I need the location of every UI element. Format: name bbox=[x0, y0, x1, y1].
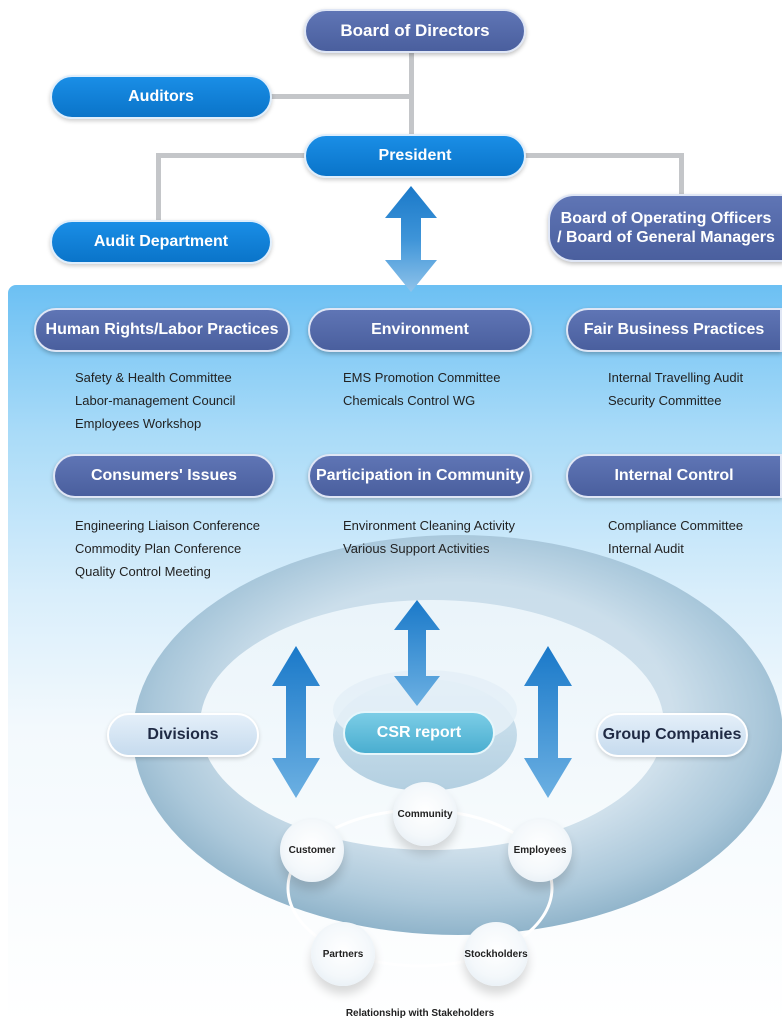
divisions-double-arrow-icon bbox=[272, 646, 320, 798]
auditors-box: Auditors bbox=[50, 75, 272, 119]
list-item: Environment Cleaning Activity bbox=[343, 518, 515, 533]
list-item: Quality Control Meeting bbox=[75, 564, 211, 579]
list-item: Compliance Committee bbox=[608, 518, 744, 533]
category-consumers-issues: Consumers' Issues bbox=[53, 454, 275, 498]
list-item: Labor-management Council bbox=[75, 393, 236, 408]
csr-report-label: CSR report bbox=[376, 724, 462, 742]
connector-auditors bbox=[270, 94, 412, 99]
category-participation-community: Participation in Community bbox=[308, 454, 532, 498]
operating-officers-line1: Board of Operating Officers bbox=[560, 209, 772, 227]
stakeholder-community-label: Community bbox=[397, 808, 453, 820]
connector-left-horizontal bbox=[156, 153, 308, 158]
audit-department-label: Audit Department bbox=[93, 233, 229, 251]
list-item: Security Committee bbox=[608, 393, 722, 408]
list-item: Safety & Health Committee bbox=[75, 370, 232, 385]
list-item: Chemicals Control WG bbox=[343, 393, 476, 408]
category-environment: Environment bbox=[308, 308, 532, 352]
list-item: Internal Audit bbox=[608, 541, 684, 556]
category-internal-control: Internal Control bbox=[566, 454, 782, 498]
stakeholder-employees: Employees bbox=[508, 818, 572, 882]
stakeholder-customer-label: Customer bbox=[288, 844, 336, 856]
stakeholders-caption: Relationship with Stakeholders bbox=[345, 1008, 495, 1019]
stakeholder-employees-label: Employees bbox=[513, 844, 567, 856]
list-item: Various Support Activities bbox=[343, 541, 490, 556]
list-item: Internal Travelling Audit bbox=[608, 370, 744, 385]
stakeholder-stockholders-label: Stockholders bbox=[464, 948, 528, 960]
fair-business-items: Internal Travelling Audit Security Commi… bbox=[608, 366, 743, 412]
human-rights-items: Safety & Health Committee Labor-manageme… bbox=[75, 366, 235, 435]
group-companies-label: Group Companies bbox=[602, 726, 742, 744]
category-consumers-issues-title: Consumers' Issues bbox=[90, 467, 238, 485]
operating-officers-box: Board of Operating Officers / Board of G… bbox=[548, 194, 782, 262]
category-fair-business-title: Fair Business Practices bbox=[583, 321, 765, 339]
board-of-directors-label: Board of Directors bbox=[340, 20, 490, 40]
operating-officers-line2: / Board of General Managers bbox=[557, 229, 775, 246]
list-item: Engineering Liaison Conference bbox=[75, 518, 261, 533]
audit-department-box: Audit Department bbox=[50, 220, 272, 264]
president-double-arrow-icon bbox=[385, 186, 437, 292]
board-of-directors-box: Board of Directors bbox=[304, 9, 526, 53]
category-human-rights: Human Rights/Labor Practices bbox=[34, 308, 290, 352]
group-companies-double-arrow-icon bbox=[524, 646, 572, 798]
category-participation-community-title: Participation in Community bbox=[315, 467, 524, 485]
stakeholder-customer: Customer bbox=[280, 818, 344, 882]
group-companies-box: Group Companies bbox=[596, 713, 748, 757]
participation-community-items: Environment Cleaning Activity Various Su… bbox=[343, 514, 515, 560]
president-box: President bbox=[304, 134, 526, 178]
category-fair-business: Fair Business Practices bbox=[566, 308, 782, 352]
connector-left-vertical bbox=[156, 153, 161, 223]
consumers-issues-items: Engineering Liaison Conference Commodity… bbox=[75, 514, 260, 583]
president-label: President bbox=[378, 147, 452, 165]
category-human-rights-title: Human Rights/Labor Practices bbox=[45, 321, 279, 339]
csr-report-box: CSR report bbox=[343, 711, 495, 755]
stakeholder-stockholders: Stockholders bbox=[464, 922, 528, 986]
divisions-label: Divisions bbox=[147, 726, 219, 744]
category-internal-control-title: Internal Control bbox=[614, 467, 734, 485]
internal-control-items: Compliance Committee Internal Audit bbox=[608, 514, 743, 560]
csr-report-double-arrow-icon bbox=[394, 600, 440, 706]
list-item: Commodity Plan Conference bbox=[75, 541, 242, 556]
divisions-box: Divisions bbox=[107, 713, 259, 757]
list-item: Employees Workshop bbox=[75, 416, 202, 431]
stakeholder-partners: Partners bbox=[311, 922, 375, 986]
connector-right-vertical bbox=[679, 153, 684, 195]
list-item: EMS Promotion Committee bbox=[343, 370, 501, 385]
environment-items: EMS Promotion Committee Chemicals Contro… bbox=[343, 366, 501, 412]
connector-right-horizontal bbox=[522, 153, 684, 158]
stakeholder-community: Community bbox=[393, 782, 457, 846]
stakeholder-partners-label: Partners bbox=[322, 948, 364, 960]
auditors-label: Auditors bbox=[128, 88, 194, 106]
category-environment-title: Environment bbox=[371, 321, 469, 339]
